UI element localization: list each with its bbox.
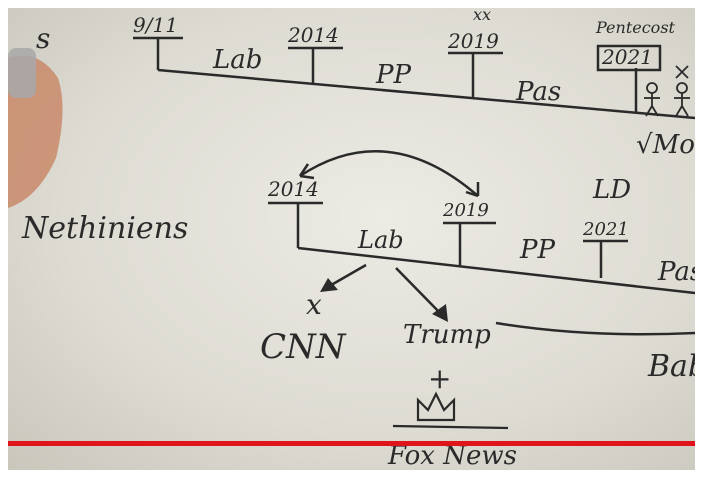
lower-segment-pp: PP	[519, 235, 555, 265]
top-pentecost-label: Pentecost	[595, 18, 676, 37]
whiteboard-drawing: 9/11 2014 2019 2021 Pentecost xx Lab PP …	[8, 8, 695, 470]
marker-in-hand	[8, 48, 36, 98]
lower-date-2021: 2021	[582, 219, 629, 240]
video-progress-fill	[8, 441, 695, 446]
stick-figures	[644, 66, 690, 116]
plus-below-trump: +	[428, 362, 451, 395]
right-bottom-text: Bab	[647, 349, 695, 384]
heading-nethiniens: Nethiniens	[21, 211, 188, 246]
top-marks-above-2019: xx	[473, 8, 491, 24]
lower-segment-pas: Pas	[657, 257, 695, 287]
label-trump: Trump	[403, 320, 491, 350]
lower-ld-label: LD	[592, 175, 631, 205]
lower-date-2014: 2014	[267, 177, 319, 201]
arrow-head-cnn	[320, 278, 338, 292]
lower-date-2019: 2019	[442, 200, 489, 221]
cross-above-cnn: x	[306, 288, 322, 321]
left-edge-text: s	[36, 22, 50, 55]
lower-segment-lab: Lab	[357, 226, 404, 254]
top-segment-lab: Lab	[212, 45, 262, 75]
whiteboard: 9/11 2014 2019 2021 Pentecost xx Lab PP …	[8, 8, 695, 470]
video-progress-bar[interactable]	[8, 441, 695, 446]
top-segment-pp: PP	[375, 60, 411, 90]
crown-drawing	[418, 394, 454, 420]
top-segment-pas: Pas	[515, 77, 561, 107]
top-date-2021: 2021	[601, 45, 653, 69]
label-cnn: CNN	[260, 327, 347, 367]
fox-news-underline	[393, 426, 508, 428]
top-date-2014: 2014	[287, 23, 339, 47]
top-date-911: 9/11	[133, 13, 178, 37]
top-date-2019: 2019	[447, 29, 499, 53]
top-right-note: √Mo	[636, 130, 695, 160]
